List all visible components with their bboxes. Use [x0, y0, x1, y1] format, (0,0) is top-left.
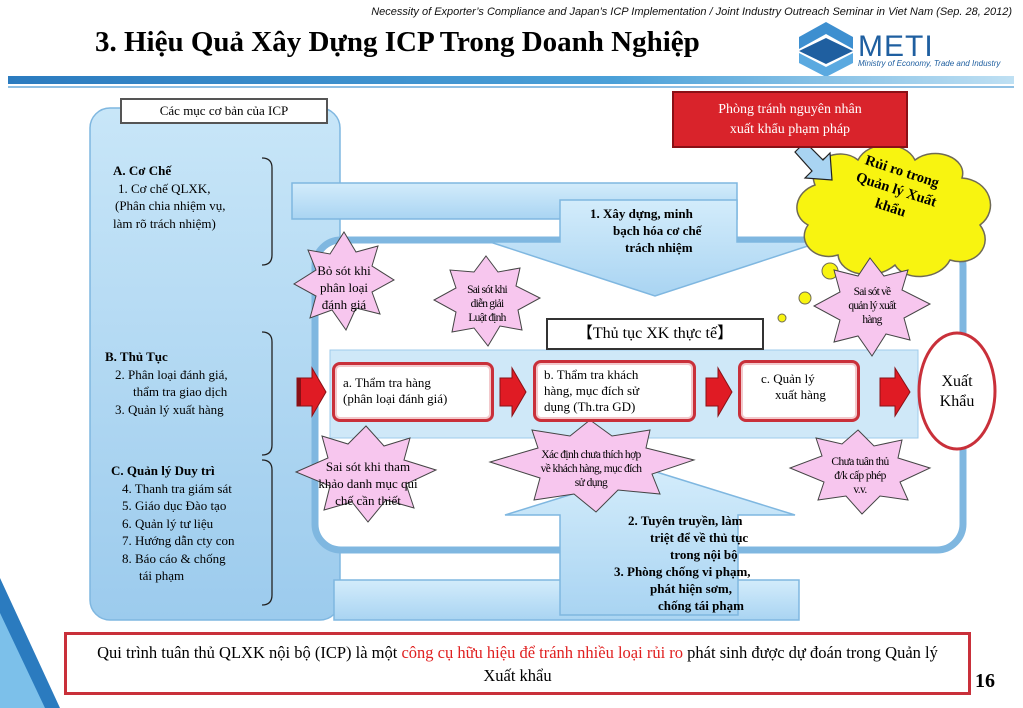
- bracket-c: [261, 459, 273, 606]
- down-arrow-line-3: trách nhiệm: [625, 240, 693, 255]
- star-3-text: Sai sót về quản lý xuất hàng: [830, 285, 914, 327]
- step-a-line-2: (phân loại đánh giá): [343, 391, 448, 406]
- star-2-line-1: Sai sót khi: [467, 284, 508, 296]
- section-b-line-2: thẩm tra giao dịch: [133, 384, 228, 399]
- star-3: [812, 257, 932, 357]
- section-b: B. Thủ Tục 2. Phân loại đánh giá, thẩm t…: [105, 348, 228, 418]
- star-4-line-3: chế cần thiết: [335, 493, 401, 508]
- down-arrow-line-1: 1. Xây dựng, minh: [590, 206, 693, 221]
- meti-logo-text: METI: [858, 30, 934, 63]
- step-b-line-3: dụng (Th.tra GD): [544, 399, 636, 414]
- up-arrow-text: 2. Tuyên truyền, làm triệt để về thủ tục…: [612, 512, 792, 614]
- step-b-line-2: hàng, mục đích sử: [544, 383, 640, 398]
- up-arrow-line-6: chống tái phạm: [658, 598, 744, 613]
- star-6-text: Chưa tuân thủ đ/k cấp phép v.v.: [815, 455, 905, 497]
- bottom-note-part-2: phát sinh được dự đoán trong Quản lý Xuấ…: [483, 643, 938, 685]
- step-b-line-1: b. Thẩm tra khách: [544, 367, 639, 382]
- star-5-line-1: Xác định chưa thích hợp: [541, 449, 641, 461]
- section-a-line-1: 1. Cơ chế QLXK,: [118, 180, 211, 196]
- section-c-line-3: 6. Quản lý tư liệu: [122, 515, 214, 531]
- red-arrow-2: [499, 366, 527, 418]
- export-label: Xuất Khẩu: [922, 372, 992, 412]
- star-2-text: Sai sót khi diễn giải Luật định: [447, 283, 527, 325]
- step-a-box: a. Thẩm tra hàng (phân loại đánh giá): [332, 362, 494, 422]
- section-c-line-1: 4. Thanh tra giám sát: [122, 480, 232, 496]
- star-1-line-3: đánh giá: [321, 297, 367, 312]
- star-4-line-1: Sai sót khi tham: [325, 459, 411, 474]
- down-arrow-text: 1. Xây dựng, minh bạch hóa cơ chế trách …: [580, 205, 730, 256]
- section-b-heading: B. Thủ Tục: [105, 349, 168, 364]
- icp-label: Các mục cơ bản của ICP: [120, 98, 328, 124]
- section-a-heading: A. Cơ Chế: [113, 163, 172, 178]
- section-b-line-1: 2. Phân loại đánh giá,: [115, 366, 228, 382]
- up-arrow-line-4: 3. Phòng chống vi phạm,: [614, 564, 751, 579]
- bracket-a: [261, 157, 273, 266]
- header-rule: [8, 76, 1014, 84]
- section-a-line-2: (Phân chia nhiệm vụ,: [115, 198, 226, 213]
- up-arrow-line-2: triệt để về thủ tục: [650, 530, 749, 545]
- prevention-line-1: Phòng tránh nguyên nhân: [718, 102, 862, 117]
- up-arrow-line-3: trong nội bộ: [670, 547, 738, 562]
- slide-title: 3. Hiệu Quả Xây Dựng ICP Trong Doanh Ngh…: [95, 26, 700, 58]
- section-b-line-3: 3. Quản lý xuất hàng: [115, 401, 224, 417]
- step-c-line-1: c. Quản lý: [761, 371, 815, 386]
- section-c-line-4: 7. Hướng dẫn cty con: [122, 533, 235, 548]
- step-b-box: b. Thẩm tra khách hàng, mục đích sử dụng…: [533, 360, 696, 422]
- header-note: Necessity of Exporter’s Compliance and J…: [371, 6, 1012, 18]
- star-6: [788, 429, 932, 515]
- star-1: [293, 231, 395, 332]
- star-1-line-1: Bỏ sót khi: [317, 263, 371, 278]
- meti-logo-icon: [799, 22, 853, 77]
- bottom-note-highlight: công cụ hữu hiệu để tránh nhiều loại rủi…: [401, 643, 684, 662]
- procedure-title: 【Thủ tục XK thực tế】: [546, 318, 764, 350]
- step-a-line-1: a. Thẩm tra hàng: [343, 375, 431, 390]
- star-2-line-3: Luật định: [468, 312, 506, 324]
- star-2-line-2: diễn giải: [470, 298, 505, 310]
- star-2: [432, 255, 542, 347]
- section-c-line-5: 8. Báo cáo & chống: [122, 550, 226, 566]
- header-rule-thin: [8, 86, 1014, 88]
- page-number: 16: [975, 670, 995, 692]
- red-arrow-4: [879, 366, 911, 418]
- step-c-box: c. Quản lý xuất hàng: [738, 360, 860, 422]
- star-1-line-2: phân loại: [319, 280, 368, 295]
- star-6-line-2: đ/k cấp phép: [834, 470, 886, 482]
- section-c-line-2: 5. Giáo dục Đào tạo: [122, 498, 227, 513]
- star-5-line-3: sử dụng: [574, 477, 608, 489]
- star-1-text: Bỏ sót khi phân loại đánh giá: [304, 262, 384, 313]
- export-line-2: Khẩu: [939, 393, 975, 410]
- step-c-line-2: xuất hàng: [775, 387, 826, 402]
- prevention-line-2: xuất khẩu phạm pháp: [729, 122, 851, 137]
- meti-logo-subtitle: Ministry of Economy, Trade and Industry: [858, 59, 1001, 68]
- up-arrow-line-5: phát hiện sơm,: [650, 581, 732, 596]
- down-arrow: [489, 199, 821, 297]
- star-5-line-2: về khách hàng, mục đích: [540, 463, 642, 475]
- bracket-b: [261, 331, 273, 456]
- corner-decoration: [0, 578, 60, 708]
- bottom-note-part-1: Qui trình tuân thủ QLXK nội bộ (ICP) là …: [97, 643, 402, 662]
- export-ellipse: [917, 331, 997, 451]
- star-5: [488, 419, 696, 513]
- star-3-line-3: hàng: [862, 314, 882, 326]
- star-6-line-1: Chưa tuân thủ: [831, 456, 889, 468]
- section-c-line-6: tái phạm: [139, 568, 185, 583]
- export-line-1: Xuất: [941, 373, 973, 390]
- down-arrow-line-2: bạch hóa cơ chế: [613, 223, 702, 238]
- section-a-line-3: làm rõ trách nhiệm): [113, 215, 216, 231]
- up-arrow: [504, 469, 796, 616]
- star-3-line-2: quản lý xuất: [848, 300, 896, 312]
- star-4-line-2: khảo danh mục qui: [318, 476, 418, 491]
- section-c: C. Quản lý Duy trì 4. Thanh tra giám sát…: [111, 462, 234, 585]
- section-a: A. Cơ Chế 1. Cơ chế QLXK, (Phân chia nhi…: [113, 162, 225, 232]
- section-c-heading: C. Quản lý Duy trì: [111, 463, 215, 478]
- bottom-note: Qui trình tuân thủ QLXK nội bộ (ICP) là …: [64, 632, 971, 695]
- star-3-line-1: Sai sót về: [853, 286, 892, 298]
- red-arrow-3: [705, 366, 733, 418]
- star-5-text: Xác định chưa thích hợp về khách hàng, m…: [506, 448, 676, 490]
- prevention-box: Phòng tránh nguyên nhân xuất khẩu phạm p…: [672, 91, 908, 148]
- star-4-text: Sai sót khi tham khảo danh mục qui chế c…: [306, 458, 430, 509]
- up-arrow-line-1: 2. Tuyên truyền, làm: [628, 513, 743, 528]
- star-4: [294, 425, 438, 523]
- star-6-line-3: v.v.: [853, 484, 867, 496]
